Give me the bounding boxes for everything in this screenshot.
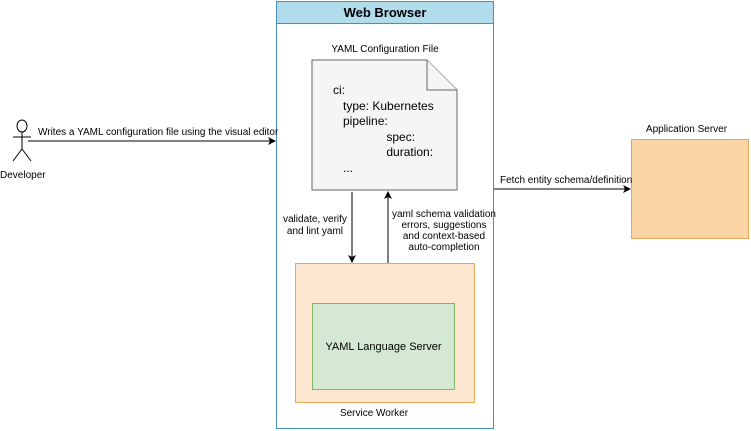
yaml-file-title: YAML Configuration File [331,44,439,55]
application-server-label: Application Server [645,124,728,135]
yaml-document-shape [311,59,458,191]
file-to-language-server-label: validate, verify and lint yaml [283,214,347,237]
yaml-line: ci: [333,83,345,97]
developer-to-browser-label: Writes a YAML configuration file using t… [38,127,279,138]
browser-to-app-server-label: Fetch entity schema/definition [500,175,633,186]
yaml-line: pipeline: [333,114,388,129]
language-server-to-file-label: yaml schema validation errors, suggestio… [392,209,496,253]
application-server-box [631,139,749,239]
yaml-line: type: Kubernetes [333,98,434,113]
yaml-line: duration: [333,145,434,160]
yaml-file-content: ci: type: Kubernetes pipeline: spec: dur… [333,83,434,177]
yaml-language-server-box: YAML Language Server [312,303,455,390]
yaml-line: ... [333,160,354,175]
web-browser-title: Web Browser [276,1,494,24]
developer-label: Developer [0,170,46,181]
yaml-language-server-label: YAML Language Server [325,340,442,353]
developer-actor-icon [12,119,32,162]
yaml-line: spec: [333,129,416,144]
service-worker-label: Service Worker [339,408,409,419]
